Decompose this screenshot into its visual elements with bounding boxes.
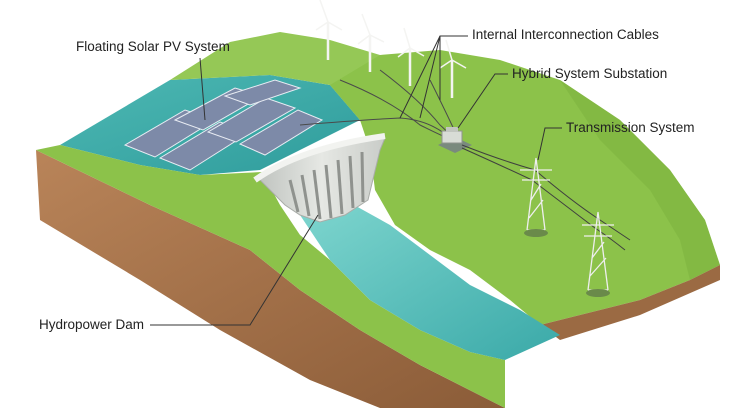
transmission-pylon (582, 211, 614, 297)
leader-transmission (537, 127, 562, 161)
hill-shading (560, 80, 720, 280)
grass-left (36, 145, 505, 408)
label-internal-cables: Internal Interconnection Cables (472, 27, 659, 42)
soil-section (36, 150, 505, 408)
leader-internal-cables-b (419, 35, 441, 119)
label-hybrid-substation: Hybrid System Substation (512, 66, 668, 81)
transmission-pylon (520, 157, 552, 237)
label-hydropower-dam: Hydropower Dam (39, 317, 145, 332)
wind-turbines (315, 0, 467, 98)
soil-edge-right (540, 265, 720, 340)
wind-turbine (315, 0, 343, 60)
wind-turbine (439, 39, 467, 98)
label-floating-solar: Floating Solar PV System (76, 39, 230, 54)
wind-turbine (357, 13, 385, 72)
label-transmission: Transmission System (566, 120, 695, 135)
leader-dam (150, 214, 319, 326)
leader-lines (150, 35, 562, 326)
river (300, 200, 560, 360)
wind-turbine (397, 27, 425, 86)
grass-right-hill (330, 50, 720, 325)
dam-crest (253, 133, 386, 183)
dam-buttresses (288, 151, 365, 220)
solar-array (123, 79, 324, 171)
leader-floating-solar (199, 57, 206, 121)
leader-substation (457, 73, 508, 129)
transmission-lines (461, 144, 631, 251)
